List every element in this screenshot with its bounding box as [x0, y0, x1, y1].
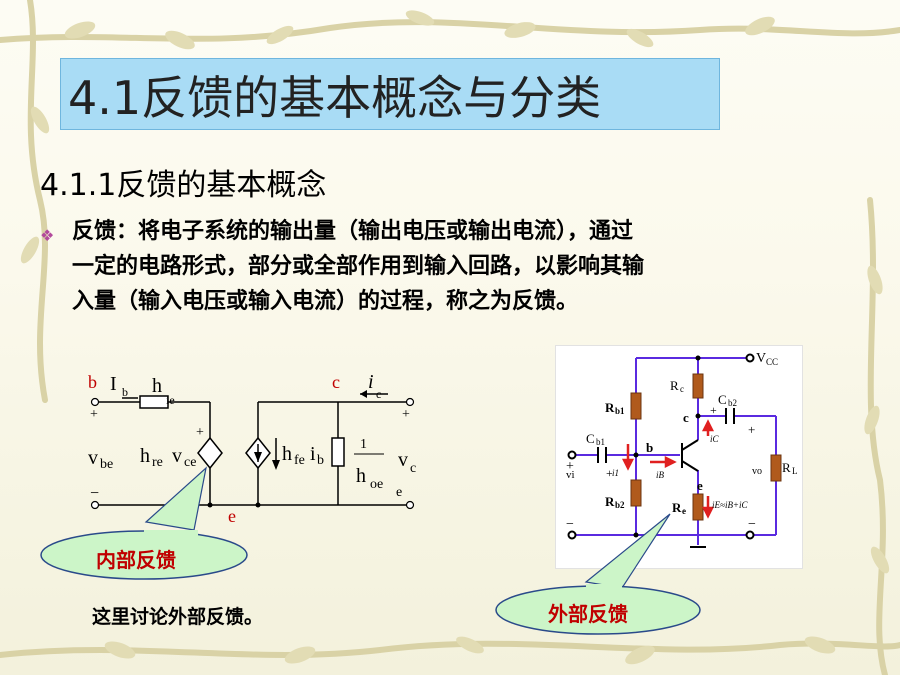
ie-eq-label: iE≈iB+iC [712, 500, 749, 510]
rb2-sub: b2 [615, 500, 625, 510]
ib-b: b [317, 453, 324, 468]
rl-label: R [782, 460, 791, 475]
hie-sub: ie [166, 393, 175, 407]
hoe-sub: oe [370, 477, 383, 492]
terminal-e-left [90, 500, 100, 510]
paragraph-line-1: 反馈：将电子系统的输出量（输出电压或输出电流），通过 [72, 219, 634, 244]
hoe-one: 1 [360, 437, 367, 452]
ib-label: I [110, 373, 117, 395]
cb2-plus: + [710, 403, 717, 417]
amp-node-e: e [697, 478, 703, 493]
terminal-b [90, 397, 100, 407]
vce-v: v [172, 445, 182, 467]
hfe-sub: fe [294, 453, 305, 468]
rl-resistor [770, 454, 782, 482]
vc-sub: c [410, 461, 416, 476]
terminal-e-right [405, 500, 415, 510]
title-banner [60, 58, 720, 130]
e-sub-right: e [396, 485, 402, 500]
internal-feedback-callout-bubble [40, 466, 248, 580]
hoe-resistor [331, 437, 345, 467]
cb1-label: C [586, 431, 595, 446]
hoe-h: h [356, 465, 366, 487]
ib-sub: b [122, 385, 128, 399]
vo-minus: − [748, 517, 756, 532]
vo-plus: + [748, 422, 755, 437]
hre-sub: re [152, 455, 163, 470]
vcc-label: V [756, 351, 766, 366]
re-label: R [672, 500, 682, 515]
rb1-resistor [630, 392, 642, 420]
i1-label: i1 [612, 468, 619, 478]
rb1-label: R [605, 400, 615, 415]
paragraph-line-3: 入量（输入电压或输入电流）的过程，称之为反馈。 [72, 289, 579, 314]
cb2-sub: b2 [728, 398, 737, 408]
cb1-plus: + [606, 466, 613, 480]
vi-minus: − [566, 517, 574, 532]
hre-h: h [140, 445, 150, 467]
cb2-label: C [718, 392, 727, 407]
vbe-label: v [88, 447, 98, 469]
hie-resistor [139, 395, 169, 409]
amp-node-b: b [646, 440, 653, 455]
ib-amp-label: iB [656, 470, 665, 480]
vi-plus: + [566, 459, 574, 474]
definition-paragraph: 反馈：将电子系统的输出量（输出电压或输出电流），通过 一定的电路形式，部分或全部… [72, 214, 872, 319]
vbe-plus: + [90, 407, 98, 422]
section-heading: 4.1.1反馈的基本概念 [40, 168, 327, 203]
hie-label: h [152, 375, 162, 397]
source-plus: + [196, 425, 204, 440]
amp-node-c: c [683, 410, 689, 425]
vi-plus-terminal [567, 450, 577, 460]
rb1-sub: b1 [615, 406, 625, 416]
ib-i: i [310, 443, 316, 465]
external-feedback-note: 这里讨论外部反馈。 [92, 606, 264, 628]
rl-sub: L [792, 466, 798, 476]
amplifier-circuit-figure [555, 345, 803, 569]
rc-sub: c [680, 384, 684, 394]
rc-resistor [692, 373, 704, 399]
vc-label: v [398, 449, 408, 471]
ic-sub: c [376, 387, 381, 401]
vc-plus: + [402, 407, 410, 422]
common-emitter-amplifier-circuit: V CC R c R b1 R b2 C b1 C b2 R L R e b c… [566, 351, 798, 548]
hfe-h: h [282, 443, 292, 465]
terminal-c [405, 397, 415, 407]
vcc-sub: CC [766, 357, 778, 367]
node-e-label: e [228, 506, 236, 526]
ic-amp-label: iC [710, 434, 720, 444]
vo-minus-terminal [745, 530, 755, 540]
bullet-diamond-icon: ❖ [40, 226, 55, 245]
h-parameter-equivalent-circuit: b I b h ie c i c + + + v be h re v ce h … [88, 371, 416, 526]
vcc-terminal [745, 353, 755, 363]
re-sub: e [682, 506, 686, 516]
vo-label: vo [752, 466, 762, 477]
vbe-sub: be [100, 457, 113, 472]
rb2-label: R [605, 494, 615, 509]
rc-label: R [670, 378, 679, 393]
vi-label: vi [566, 469, 575, 481]
internal-feedback-label: 内部反馈 [96, 548, 176, 572]
ic-label: i [368, 371, 374, 393]
slide-title: 4.1反馈的基本概念与分类 [68, 71, 602, 125]
node-b-label: b [88, 372, 97, 392]
vbe-minus: − [90, 485, 99, 502]
paragraph-line-2: 一定的电路形式，部分或全部作用到输入回路，以影响其输 [72, 254, 645, 279]
cb1-sub: b1 [596, 437, 605, 447]
vi-minus-terminal [567, 530, 577, 540]
node-c-label: c [332, 372, 340, 392]
rb2-resistor [630, 479, 642, 507]
external-feedback-label: 外部反馈 [548, 602, 628, 626]
external-feedback-callout-bubble [495, 513, 701, 635]
vce-sub: ce [184, 455, 196, 470]
